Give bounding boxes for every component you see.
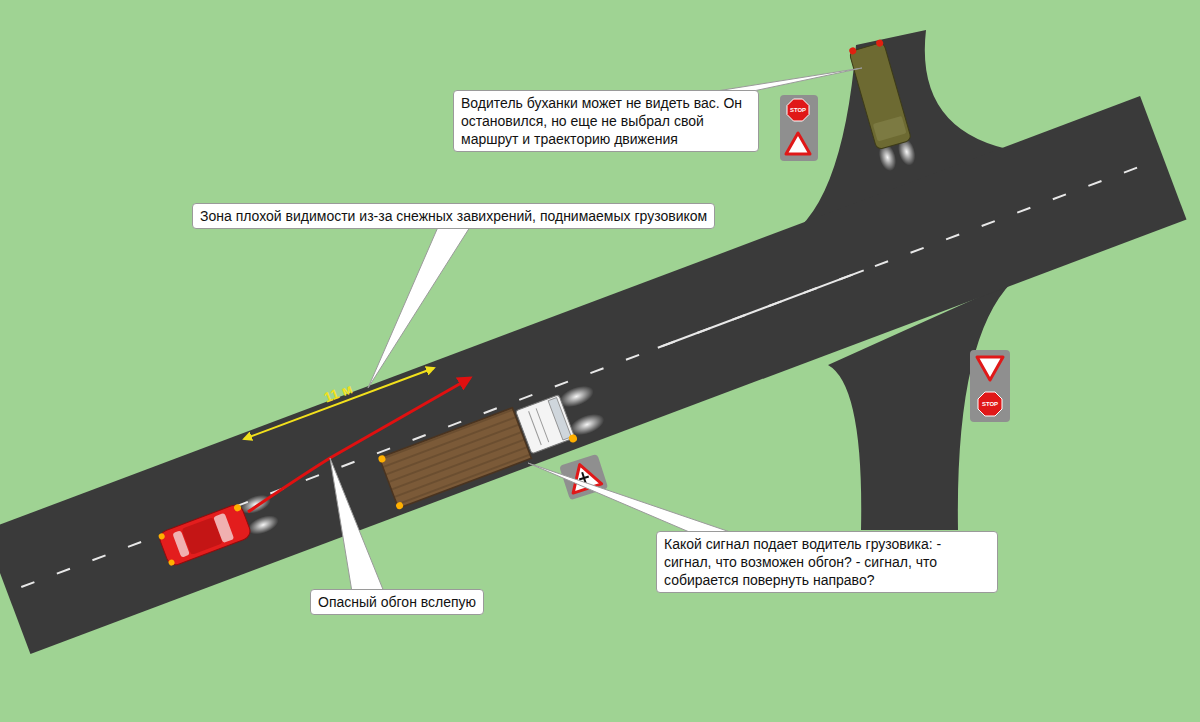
- overtake-path: [248, 378, 470, 512]
- road-sign: [970, 350, 1010, 422]
- callout-pointer: [528, 463, 736, 534]
- sign-text: STOP: [982, 401, 998, 407]
- callout-pointer: [330, 458, 384, 592]
- callout-text: Какой сигнал подает водитель грузовика: …: [664, 535, 990, 589]
- callout-box: Опасный обгон вслепую: [310, 589, 484, 615]
- dimension-arrow: [244, 368, 434, 439]
- callout-pointer: [368, 227, 470, 388]
- callout-text: Водитель буханки может не видеть вас. Он…: [461, 94, 751, 148]
- main-road: [0, 96, 1186, 654]
- callout-box: Какой сигнал подает водитель грузовика: …: [656, 531, 998, 593]
- uaz-van: [848, 39, 918, 173]
- sign-text: STOP: [790, 107, 806, 113]
- truck: [377, 378, 608, 511]
- callout-text: Зона плохой видимости из-за снежных зави…: [200, 207, 707, 225]
- road-sign: [780, 95, 818, 161]
- callout-box: Зона плохой видимости из-за снежных зави…: [192, 203, 715, 229]
- callout-text: Опасный обгон вслепую: [318, 593, 476, 611]
- callout-box: Водитель буханки может не видеть вас. Он…: [453, 90, 759, 152]
